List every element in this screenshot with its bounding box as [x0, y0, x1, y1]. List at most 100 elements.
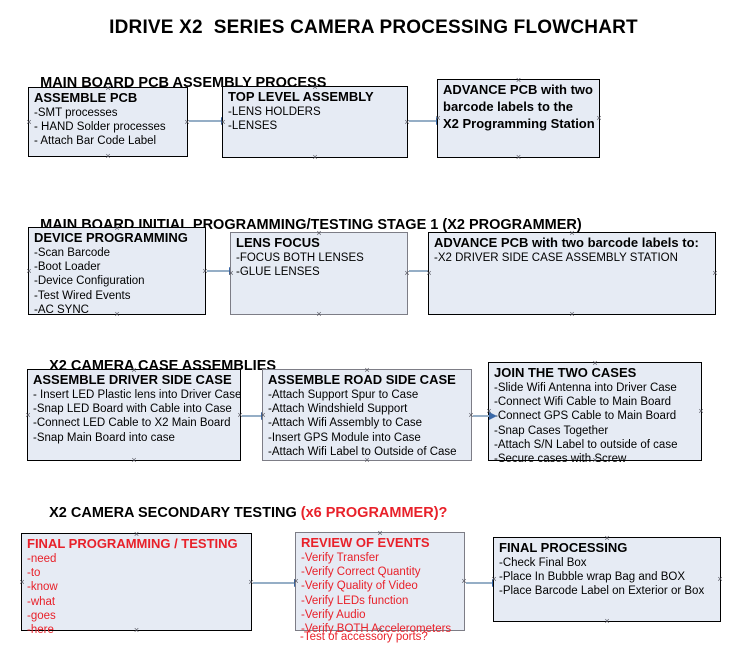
node-line: -SMT processes — [34, 106, 118, 119]
node-line: - Attach Bar Code Label — [34, 135, 157, 148]
page-title: IDRIVE X2 SERIES CAMERA PROCESSING FLOWC… — [109, 17, 638, 38]
node-line: -Verify Correct Quantity — [301, 565, 421, 578]
node-line: -goes — [27, 610, 56, 623]
node-line: -Boot Loader — [34, 260, 101, 273]
node-line: -what — [27, 595, 56, 608]
node-line: -Snap LED Board with Cable into Case — [33, 402, 232, 415]
resize-handle-bottom[interactable] — [132, 626, 141, 635]
resize-handle-top[interactable] — [514, 76, 523, 85]
node-line: -Scan Barcode — [34, 246, 111, 259]
resize-handle-right[interactable] — [711, 269, 720, 278]
node-line: -Attach S/N Label to outside of case — [494, 439, 678, 452]
resize-handle-top[interactable] — [363, 366, 372, 375]
section-header-secondary-testing: X2 CAMERA SECONDARY TESTING (x6 PROGRAMM… — [33, 489, 447, 537]
node-line: -Verify Quality of Video — [301, 580, 418, 593]
node-line: -AC SYNC — [34, 304, 89, 317]
node-title: ASSEMBLE PCB — [34, 90, 138, 105]
resize-handle-bottom[interactable] — [591, 456, 600, 465]
node-device-programming[interactable]: DEVICE PROGRAMMING -Scan Barcode -Boot L… — [25, 224, 206, 317]
resize-handle-bottom[interactable] — [113, 310, 122, 319]
resize-handle-left[interactable] — [490, 575, 499, 584]
node-lens-focus[interactable]: LENS FOCUS -FOCUS BOTH LENSES -GLUE LENS… — [230, 232, 408, 315]
resize-handle-top[interactable] — [132, 530, 141, 539]
resize-handle-left[interactable] — [227, 269, 236, 278]
resize-handle-top[interactable] — [104, 84, 113, 93]
node-title: JOIN THE TWO CASES — [494, 365, 637, 380]
resize-handle-top[interactable] — [113, 224, 122, 233]
node-line: -Connect LED Cable to X2 Main Board — [33, 417, 231, 430]
node-line: barcode labels to the — [443, 98, 574, 114]
resize-handle-right[interactable] — [716, 575, 725, 584]
node-title: TOP LEVEL ASSEMBLY — [228, 89, 374, 104]
resize-handle-left[interactable] — [292, 577, 301, 586]
resize-handle-left[interactable] — [219, 118, 228, 127]
node-title: FINAL PROCESSING — [499, 540, 628, 555]
node-join-the-two-cases[interactable]: JOIN THE TWO CASES -Slide Wifi Antenna i… — [488, 359, 702, 465]
node-line: -Place In Bubble wrap Bag and BOX — [499, 570, 686, 583]
resize-handle-top[interactable] — [311, 83, 320, 92]
resize-handle-right[interactable] — [697, 407, 706, 416]
node-line: -Test Wired Events — [34, 289, 131, 302]
node-assemble-driver-side-case[interactable]: ASSEMBLE DRIVER SIDE CASE - Insert LED P… — [27, 369, 241, 461]
node-line: - HAND Solder processes — [34, 120, 166, 133]
node-title: ASSEMBLE DRIVER SIDE CASE — [33, 372, 232, 387]
resize-handle-bottom[interactable] — [363, 456, 372, 465]
node-title: LENS FOCUS — [236, 235, 320, 250]
resize-handle-left[interactable] — [434, 114, 443, 123]
resize-handle-left[interactable] — [259, 411, 268, 420]
node-final-programming-testing[interactable]: FINAL PROGRAMMING / TESTING -need -to -k… — [18, 530, 252, 636]
resize-handle-top[interactable] — [376, 529, 385, 538]
resize-handle-left[interactable] — [24, 411, 33, 420]
node-line: -Verify LEDs function — [301, 594, 409, 607]
node-line: -LENS HOLDERS — [228, 105, 321, 118]
node-line: -Snap Cases Together — [494, 424, 609, 437]
resize-handle-top[interactable] — [603, 534, 612, 543]
resize-handle-top[interactable] — [130, 366, 139, 375]
node-line: -Attach Wifi Assembly to Case — [268, 417, 423, 430]
node-advance-pcb-to-programming[interactable]: ADVANCE PCB with two barcode labels to t… — [437, 79, 600, 158]
node-line: -know — [27, 581, 58, 594]
resize-handle-top[interactable] — [568, 229, 577, 238]
resize-handle-bottom[interactable] — [603, 617, 612, 626]
node-line-overflow-test-accessory-ports: -Test of accessory ports? — [300, 631, 428, 643]
resize-handle-bottom[interactable] — [514, 153, 523, 162]
resize-handle-bottom[interactable] — [130, 456, 139, 465]
resize-handle-right[interactable] — [403, 118, 412, 127]
resize-handle-top[interactable] — [591, 359, 600, 368]
node-line: -Attach Wifi Label to Outside of Case — [268, 446, 457, 459]
resize-handle-left[interactable] — [25, 118, 34, 127]
node-line: -FOCUS BOTH LENSES — [236, 251, 364, 264]
resize-handle-left[interactable] — [18, 578, 27, 587]
resize-handle-bottom[interactable] — [311, 153, 320, 162]
node-line: -Attach Support Spur to Case — [268, 388, 419, 401]
node-line: -Insert GPS Module into Case — [268, 431, 421, 444]
node-line: -Attach Windshield Support — [268, 402, 408, 415]
node-title: ADVANCE PCB with two barcode labels to: — [434, 235, 699, 250]
node-title: DEVICE PROGRAMMING — [34, 230, 188, 245]
resize-handle-top[interactable] — [315, 229, 324, 238]
resize-handle-bottom[interactable] — [568, 310, 577, 319]
resize-handle-left[interactable] — [425, 269, 434, 278]
node-assemble-pcb[interactable]: ASSEMBLE PCB -SMT processes - HAND Solde… — [28, 87, 188, 157]
node-assemble-road-side-case[interactable]: ASSEMBLE ROAD SIDE CASE -Attach Support … — [262, 369, 472, 461]
node-review-of-events[interactable]: REVIEW OF EVENTS -Verify Transfer -Verif… — [292, 529, 465, 635]
resize-handle-bottom[interactable] — [315, 310, 324, 319]
resize-handle-right[interactable] — [595, 114, 604, 123]
node-line: -Check Final Box — [499, 556, 587, 569]
node-line: - Insert LED Plastic lens into Driver Ca… — [33, 388, 242, 401]
node-advance-pcb-to-case-station[interactable]: ADVANCE PCB with two barcode labels to: … — [428, 232, 716, 315]
resize-handle-right[interactable] — [183, 118, 192, 127]
section-header-text: X2 CAMERA SECONDARY TESTING — [49, 505, 301, 521]
resize-handle-left[interactable] — [25, 267, 34, 276]
node-line: -Verify Transfer — [301, 551, 379, 564]
resize-handle-bottom[interactable] — [104, 152, 113, 161]
node-top-level-assembly[interactable]: TOP LEVEL ASSEMBLY -LENS HOLDERS -LENSES — [222, 86, 408, 158]
node-line: X2 Programming Station — [443, 115, 595, 131]
node-line: -Connect Wifi Cable to Main Board — [494, 395, 672, 408]
connector-road-case-to-join-cases — [473, 411, 497, 420]
node-line: -LENSES — [228, 119, 278, 132]
connector-assemble-pcb-to-top-level — [189, 116, 229, 125]
node-final-processing[interactable]: FINAL PROCESSING -Check Final Box -Place… — [493, 537, 721, 622]
node-line: -Device Configuration — [34, 275, 145, 288]
